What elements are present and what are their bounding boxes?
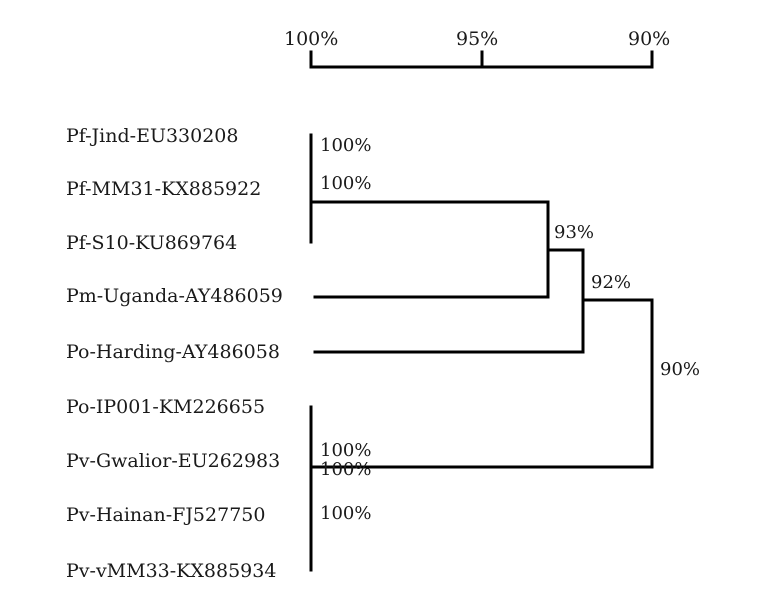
tree-branches <box>309 133 654 572</box>
scale-label-90: 90% <box>628 28 670 50</box>
bootstrap-label: 90% <box>660 359 700 380</box>
scale-label-100: 100% <box>284 28 338 50</box>
taxon-label: Po-Harding-AY486058 <box>66 341 280 363</box>
bootstrap-label: 100% <box>320 459 371 480</box>
taxon-label: Pf-Jind-EU330208 <box>66 125 238 147</box>
bootstrap-label: 100% <box>320 135 371 156</box>
taxon-label: Pv-Gwalior-EU262983 <box>66 450 280 472</box>
taxon-label: Pm-Uganda-AY486059 <box>66 285 283 307</box>
taxon-label: Pf-S10-KU869764 <box>66 232 237 254</box>
taxon-label: Pv-vMM33-KX885934 <box>66 560 276 582</box>
bootstrap-label: 100% <box>320 173 371 194</box>
taxon-label: Po-IP001-KM226655 <box>66 396 265 418</box>
bootstrap-label: 92% <box>591 272 631 293</box>
bootstrap-values: 100% 100% 93% 92% 90% 100% 100% 100% <box>320 135 700 524</box>
similarity-scale: 100% 95% 90% <box>284 28 670 69</box>
taxon-labels: Pf-Jind-EU330208 Pf-MM31-KX885922 Pf-S10… <box>66 125 283 582</box>
scale-label-95: 95% <box>456 28 498 50</box>
bootstrap-label: 100% <box>320 503 371 524</box>
taxon-label: Pv-Hainan-FJ527750 <box>66 504 265 526</box>
bootstrap-label: 93% <box>554 222 594 243</box>
bootstrap-label: 100% <box>320 440 371 461</box>
taxon-label: Pf-MM31-KX885922 <box>66 178 261 200</box>
